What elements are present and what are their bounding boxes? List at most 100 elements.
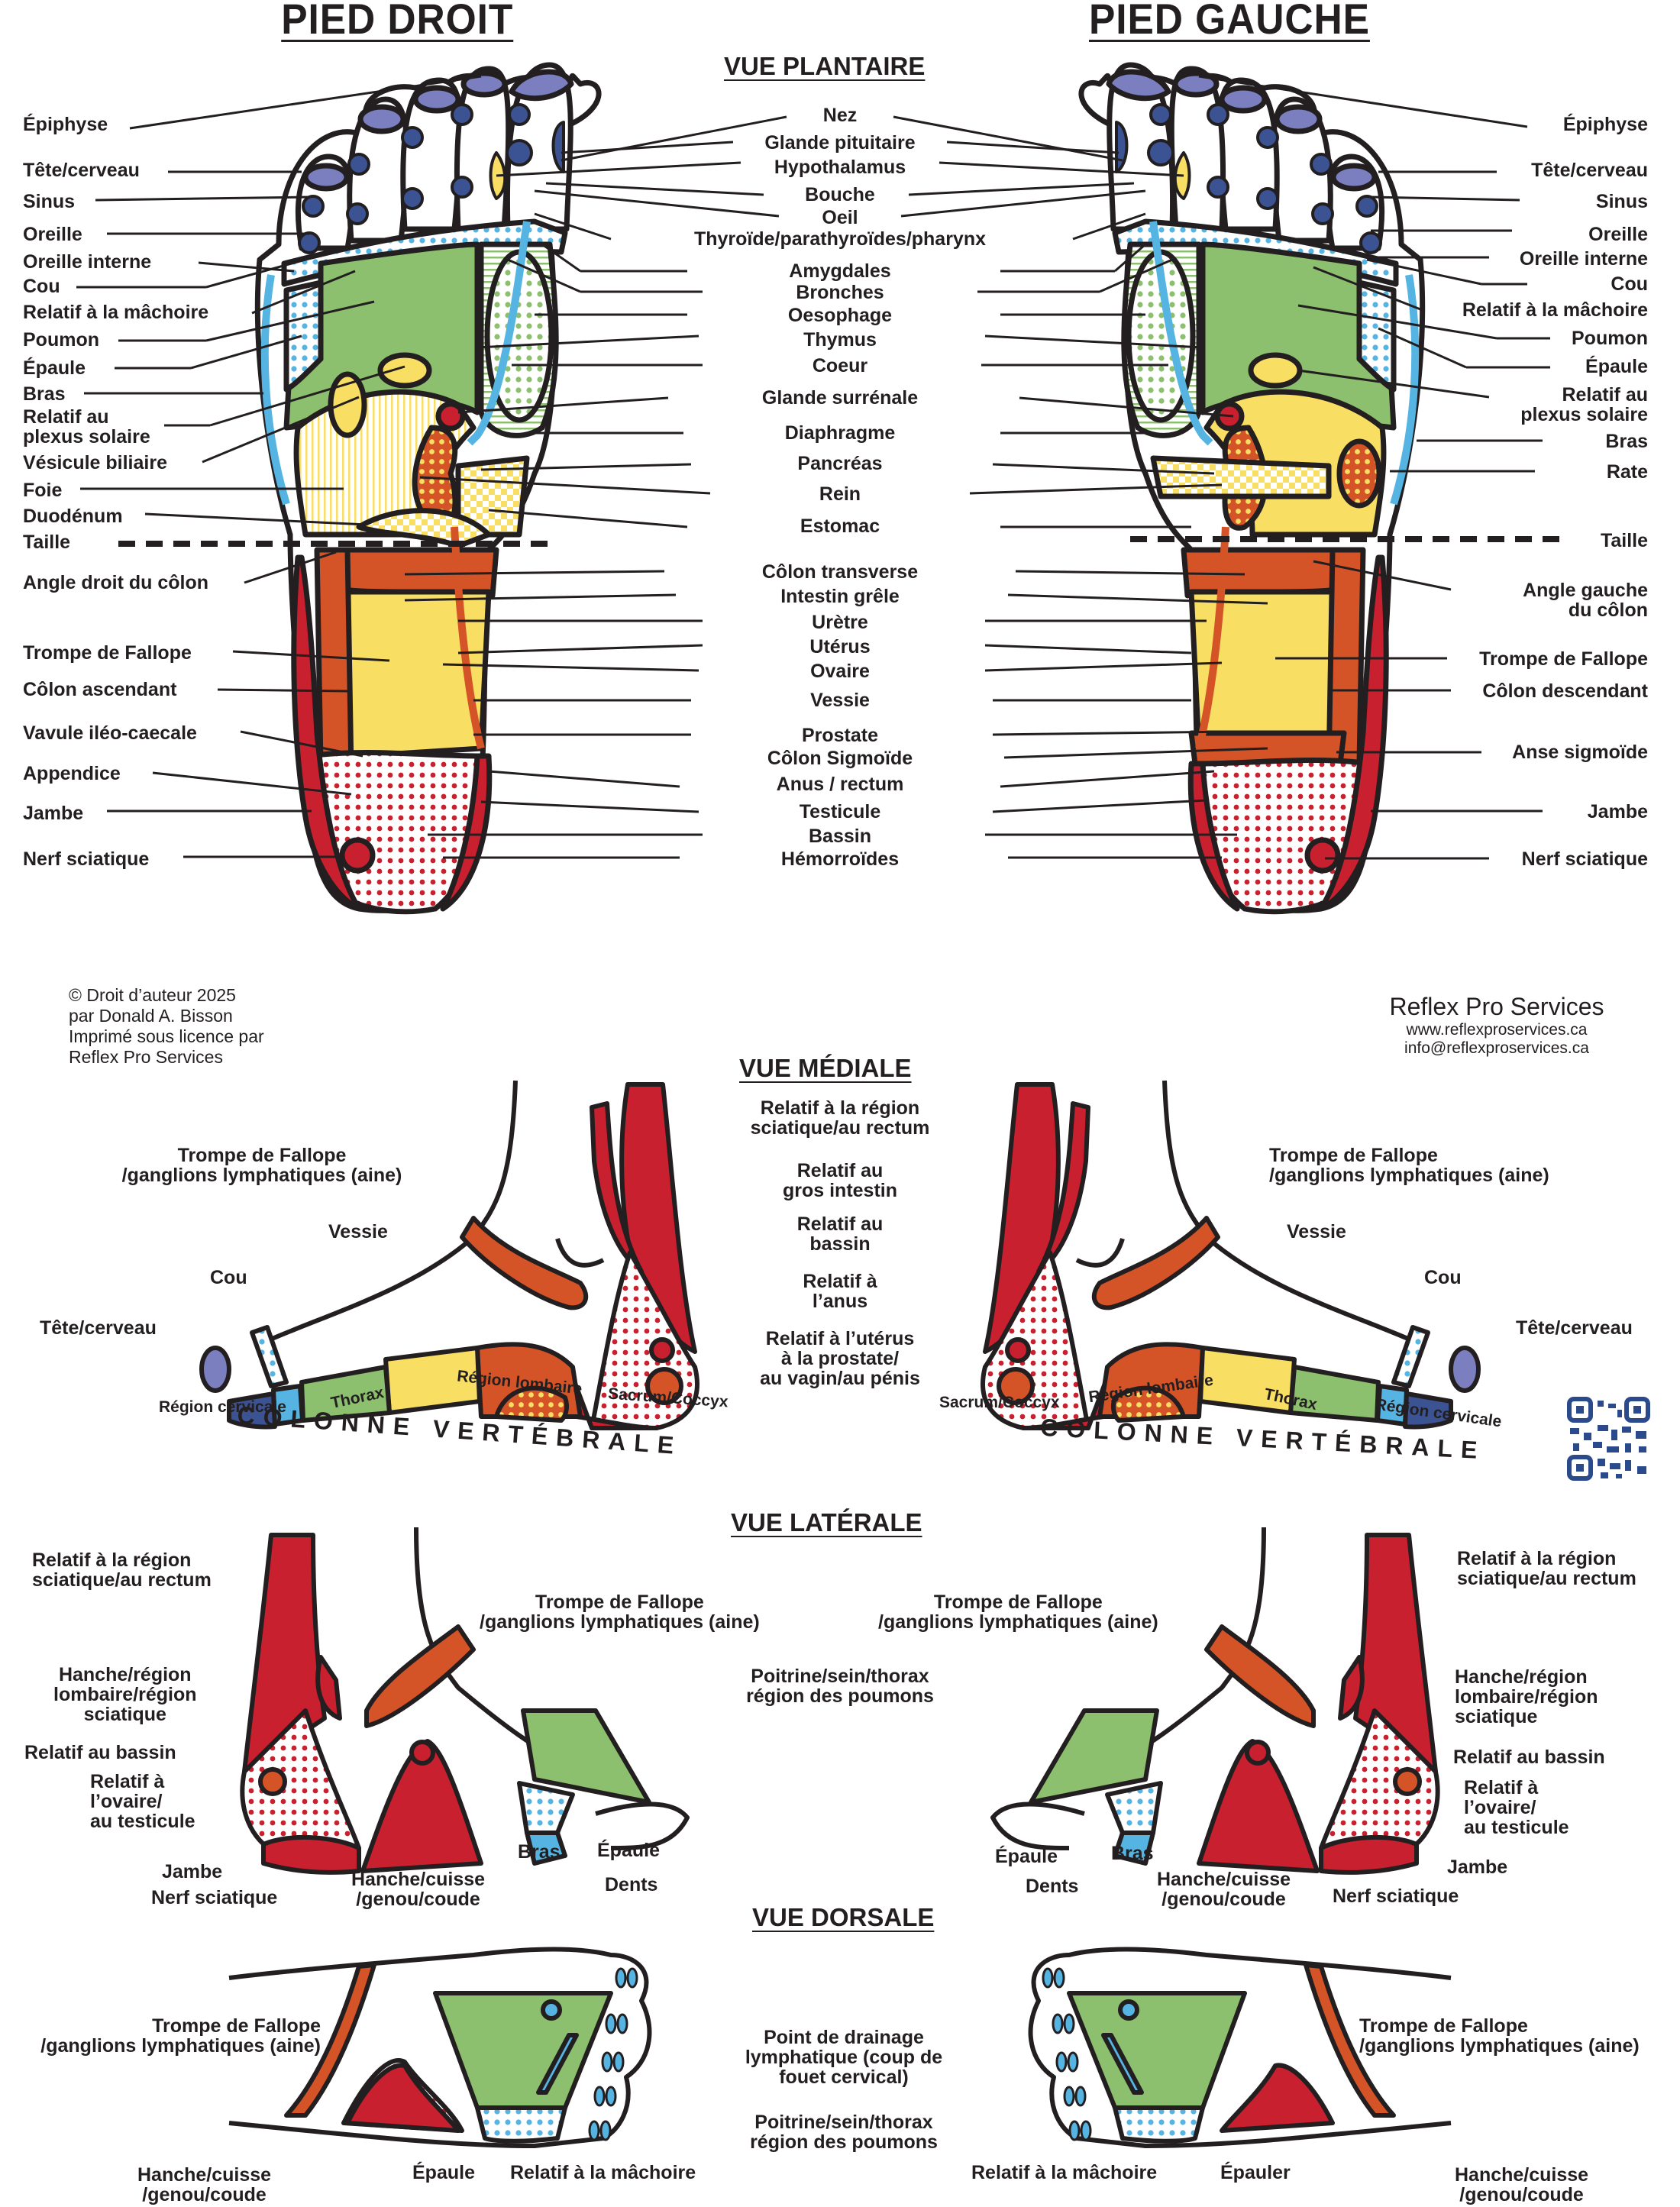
medial-center-sciatique-label: Relatif à la région sciatique/au rectum [750,1097,930,1139]
copyright-text: © Droit d’auteur 2025 [69,985,236,1005]
plantar-right-foot-label: Duodénum [23,506,123,527]
dorsal-right-epaule-label: Épaule [412,2162,475,2183]
medial-center-bassin-label: Relatif au bassin [796,1213,884,1255]
section-medial-title: VUE MÉDIALE [739,1054,912,1082]
plantar-center-label: Côlon transverse [761,561,919,583]
plantar-right-foot-label: Trompe de Fallope [23,642,192,664]
plantar-right-foot-label: Côlon ascendant [23,679,177,700]
dorsal-center-poitrine-label: Poitrine/sein/thorax région des poumons [750,2112,938,2153]
brand-website-link[interactable]: www.reflexproservices.ca [1406,1021,1588,1039]
dorsal-left-machoire-label: Relatif à la mâchoire [971,2162,1158,2183]
lateral-left-hanche-cuisse-label: Hanche/cuisse /genou/coude [1157,1869,1291,1910]
lateral-left-hanche-lomb-label: Hanche/région lombaire/région sciatique [1455,1666,1598,1727]
lateral-right-fallope-label: Trompe de Fallope /ganglions lymphatique… [480,1591,760,1633]
plantar-left-foot-label: Bras [1605,431,1648,452]
plantar-right-foot-label: Cou [23,276,60,297]
plantar-center-label: Diaphragme [784,422,896,444]
plantar-left-foot-label: Côlon descendant [1482,680,1648,702]
section-lateral-title: VUE LATÉRALE [731,1508,922,1536]
plantar-center-label: Bassin [809,826,871,847]
dorsal-left-fallope-label: Trompe de Fallope /ganglions lymphatique… [1359,2015,1640,2057]
plantar-center-label: Côlon Sigmoïde [767,748,913,769]
section-plantar-title: VUE PLANTAIRE [724,52,926,80]
plantar-right-foot-label: Vavule iléo-caecale [23,722,197,744]
plantar-left-foot-label: Taille [1600,530,1648,551]
plantar-center-label: Oesophage [787,305,893,326]
brand-block: Reflex Pro Services www.reflexproservice… [1375,993,1619,1058]
plantar-center-label: Urètre [812,612,868,633]
lateral-right-nerf-label: Nerf sciatique [151,1887,278,1908]
plantar-center-label: Rein [819,483,861,505]
plantar-right-foot-label: Oreille [23,224,82,245]
lateral-left-jambe-label: Jambe [1447,1856,1508,1878]
lateral-right-dents-label: Dents [605,1874,658,1895]
medial-left-vessie-label: Vessie [1287,1221,1346,1242]
plantar-center-label: Oeil [822,207,858,228]
plantar-center-label: Glande pituitaire [764,132,916,153]
plantar-right-foot-label: Poumon [23,329,99,351]
author-text: par Donald A. Bisson [69,1006,233,1026]
plantar-left-foot-label: Anse sigmoïde [1512,742,1648,763]
plantar-left-foot-label: Jambe [1587,801,1648,822]
dorsal-center-drainage-label: Point de drainage lymphatique (coup de f… [745,2027,943,2088]
brand-email-link[interactable]: info@reflexproservices.ca [1404,1039,1589,1057]
medial-right-fallope-label: Trompe de Fallope /ganglions lymphatique… [121,1145,402,1186]
plantar-center-label: Prostate [801,725,879,746]
licensee-text: Reflex Pro Services [69,1047,223,1067]
license-text: Imprimé sous licence par [69,1026,264,1046]
qr-code-icon [1567,1397,1651,1482]
plantar-left-foot-label: Oreille [1588,224,1648,245]
plantar-right-foot-label: Foie [23,480,63,501]
plantar-center-label: Thymus [803,329,877,351]
plantar-center-label: Vessie [810,690,870,711]
plantar-right-foot-label: Angle droit du côlon [23,572,209,593]
lateral-right-bras-label: Bras [518,1841,561,1863]
plantar-center-label: Bouche [805,184,875,205]
plantar-center-label: Intestin grêle [780,586,900,607]
plantar-left-foot-label: Cou [1611,273,1648,295]
lateral-left-ovaire-label: Relatif à l’ovaire/ au testicule [1464,1777,1569,1838]
plantar-center-label: Hémorroïdes [780,848,900,870]
plantar-left-foot-label: Trompe de Fallope [1479,648,1648,670]
credits-block: © Droit d’auteur 2025 par Donald A. Biss… [69,985,264,1068]
lateral-left-fallope-label: Trompe de Fallope /ganglions lymphatique… [878,1591,1158,1633]
title-left-foot: PIED GAUCHE [1088,0,1370,43]
plantar-right-foot-label: Sinus [23,191,76,212]
medial-center-anus-label: Relatif à l’anus [803,1271,877,1312]
plantar-right-foot-label: Vésicule biliaire [23,452,167,473]
plantar-center-label: Pancréas [797,453,883,474]
plantar-center-label: Coeur [812,355,868,376]
medial-left-cou-label: Cou [1424,1267,1462,1288]
medial-left-tete-label: Tête/cerveau [1516,1317,1633,1339]
plantar-left-foot-label: Épiphyse [1562,114,1648,135]
plantar-center-label: Thyroïde/parathyroïdes/pharynx [693,228,987,250]
plantar-left-foot-label: Poumon [1572,328,1648,349]
plantar-center-label: Amygdales [789,260,891,282]
lateral-left-bassin-label: Relatif au bassin [1453,1747,1605,1768]
plantar-right-foot-label: Relatif au plexus solaire [23,406,150,448]
dorsal-right-fallope-label: Trompe de Fallope /ganglions lymphatique… [40,2015,321,2057]
medial-right-tete-label: Tête/cerveau [40,1317,157,1339]
lateral-right-sciatique-label: Relatif à la région sciatique/au rectum [32,1549,212,1591]
plantar-center-label: Nez [822,105,858,126]
plantar-right-foot-label: Relatif à la mâchoire [23,302,209,323]
plantar-left-foot-label: Nerf sciatique [1521,848,1648,870]
plantar-left-foot-label: Épaule [1585,356,1648,377]
medial-right-cou-label: Cou [210,1267,247,1288]
lateral-right-epaule-label: Épaule [597,1840,660,1861]
plantar-left-foot-label: Relatif à la mâchoire [1462,299,1648,321]
plantar-center-label: Bronches [796,282,884,303]
plantar-right-foot-label: Épaule [23,357,86,379]
plantar-right-foot-label: Appendice [23,763,121,784]
dorsal-left-hanche-label: Hanche/cuisse /genou/coude [1455,2164,1589,2205]
plantar-center-label: Anus / rectum [776,774,904,795]
plantar-right-foot-label: Nerf sciatique [23,848,150,870]
plantar-right-foot-label: Épiphyse [23,114,108,135]
plantar-center-label: Estomac [800,515,880,537]
medial-left-sacrum-label: Sacrum/Coccyx [939,1394,1060,1411]
lateral-right-hanche-lomb-label: Hanche/région lombaire/région sciatique [53,1664,197,1725]
plantar-left-foot-label: Angle gauche du côlon [1523,580,1648,621]
plantar-left-foot-label: Relatif au plexus solaire [1520,384,1648,425]
section-dorsal-title: VUE DORSALE [752,1903,935,1931]
